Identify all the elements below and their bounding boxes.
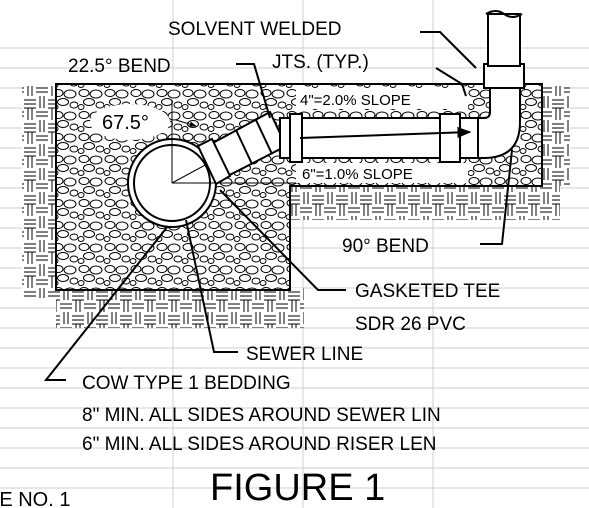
partial-left-label: PE NO. 1: [0, 489, 70, 508]
slope-arrows: [299, 126, 472, 139]
label-gasketed-tee: GASKETED TEE: [355, 281, 500, 302]
label-solvent-welded: SOLVENT WELDED: [168, 19, 342, 40]
label-bedding: COW TYPE 1 BEDDING: [82, 373, 291, 394]
label-sewer-line: SEWER LINE: [246, 344, 363, 365]
label-bedding-riser: 6" MIN. ALL SIDES AROUND RISER LEN: [82, 434, 436, 455]
label-90-bend: 90° BEND: [342, 236, 429, 257]
elbow-and-stack: [477, 10, 525, 159]
label-slope-4: 4"=2.0% SLOPE: [300, 92, 411, 109]
leader-lines: [43, 31, 513, 381]
angle-label-background: [90, 104, 170, 140]
label-bedding-sewer-line: 8" MIN. ALL SIDES AROUND SEWER LIN: [82, 405, 441, 426]
label-solvent-welded-typ: JTS. (TYP.): [272, 52, 369, 73]
slope-4-box: [296, 89, 468, 109]
figure-title: FIGURE 1: [210, 467, 385, 508]
slope-6-box: [296, 163, 468, 183]
label-slope-6: 6"=1.0% SLOPE: [302, 166, 413, 183]
label-angle: 67.5°: [102, 112, 149, 134]
label-22-5-bend: 22.5° BEND: [68, 56, 171, 77]
bend-riser-pipe: [196, 110, 288, 186]
label-sdr-26-pvc: SDR 26 PVC: [355, 314, 466, 335]
